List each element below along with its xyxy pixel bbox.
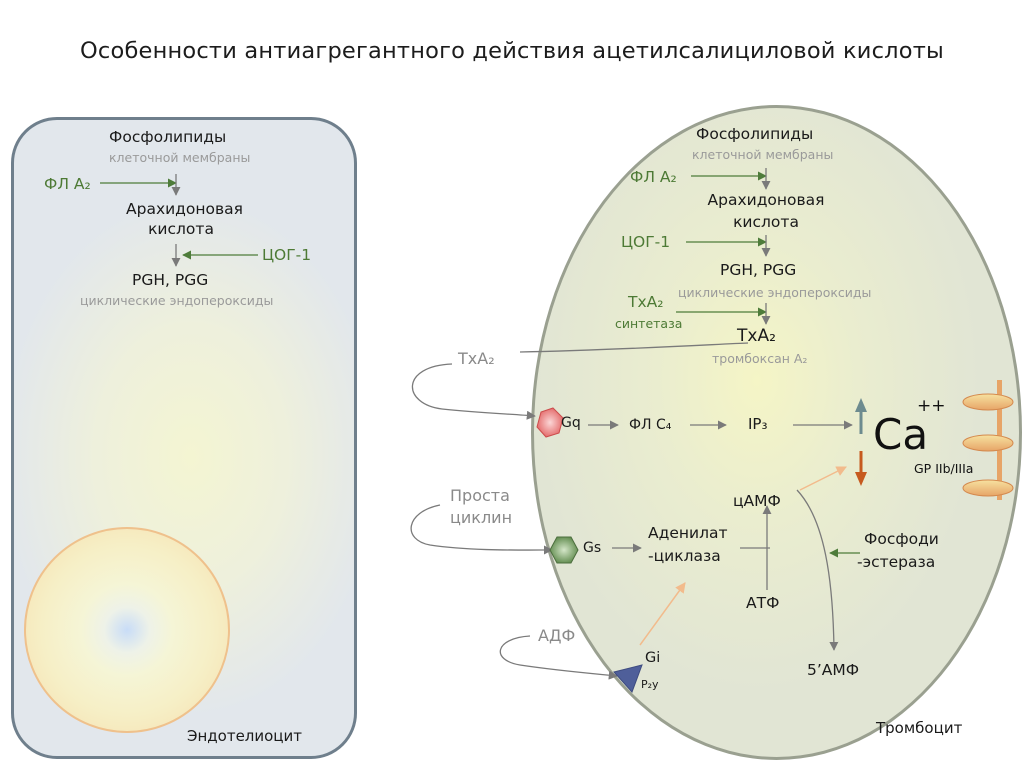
plt-adenylate-cyclase-1: Аденилат (648, 524, 728, 542)
plt-calcium-charge: ++ (917, 396, 946, 416)
endo-membrane-label: клеточной мембраны (109, 150, 251, 165)
txa2-to-gq-arrow (411, 363, 536, 420)
endo-endoperoxides: циклические эндопероксиды (80, 293, 274, 308)
plt-p2y-label: P₂y (641, 678, 659, 691)
endo-phospholipids: Фосфолипиды (109, 128, 227, 146)
ext-prostacyclin-2: циклин (450, 508, 513, 527)
receptors (536, 380, 1014, 693)
plt-gp-iib-iiia: GP IIb/IIIa (914, 461, 974, 476)
plt-txa2: ТхА₂ (737, 326, 776, 346)
plt-pgh-pgg: PGH, PGG (720, 261, 797, 279)
ca-down-arrow-head (855, 472, 867, 486)
gp-receptor-disc-1 (962, 393, 1014, 411)
calcium-arrows (855, 398, 867, 486)
plt-txa2-synthase-1: ТхА₂ (628, 293, 664, 311)
plt-plc4: ФЛ С₄ (629, 417, 672, 433)
endo-cox1: ЦОГ-1 (262, 246, 312, 264)
endo-pathway-arrows (100, 174, 258, 267)
plt-gi-label: Gi (645, 650, 661, 666)
ext-prostacyclin-1: Проста (450, 486, 510, 505)
endothelial-nucleus (24, 527, 230, 733)
prostacyclin-to-gs-arrow (410, 504, 553, 555)
adp-to-p2y-arrow (499, 635, 618, 680)
plt-5amp: 5’АМФ (807, 661, 860, 679)
camp-inhibits-ca-arrow (799, 466, 847, 491)
endo-arachidonic-acid-2: кислота (148, 220, 214, 238)
plt-arachidonic-acid-2: кислота (733, 213, 799, 231)
gp-receptor-disc-3 (962, 479, 1014, 497)
ext-txa2: ТхА₂ (458, 349, 495, 368)
plt-thromboxane: тромбоксан А₂ (712, 351, 808, 366)
plt-phospholipids: Фосфолипиды (696, 125, 814, 143)
p2y-receptor (613, 664, 643, 693)
plt-arachidonic-acid-1: Арахидоновая (707, 191, 825, 209)
endothelial-cell-name: Эндотелиоцит (187, 727, 303, 745)
plt-cox1: ЦОГ-1 (621, 233, 671, 251)
ca-up-arrow-head (855, 398, 867, 412)
platelet-pathway-arrows (519, 168, 860, 651)
gs-receptor (549, 536, 579, 564)
plt-camp: цАМФ (733, 492, 781, 510)
extracellular-arrows (410, 363, 618, 680)
ext-adp: АДФ (538, 626, 576, 645)
plt-phosphodiesterase-1: Фосфоди (864, 530, 939, 548)
platelet-cell (531, 105, 1022, 760)
plt-endoperoxides: циклические эндопероксиды (678, 285, 872, 300)
endo-arachidonic-acid-1: Арахидоновая (126, 200, 243, 218)
gp-receptor-disc-2 (962, 434, 1014, 452)
plt-calcium: Ca (873, 410, 929, 459)
plt-membrane-label: клеточной мембраны (692, 147, 834, 162)
camp-to-5amp-arrow (796, 489, 839, 651)
txa2-export-line (519, 342, 749, 353)
endo-pgh-pgg: PGH, PGG (132, 271, 209, 289)
plt-pla2: ФЛ А₂ (630, 168, 677, 186)
plt-phosphodiesterase-2: -эстераза (857, 553, 936, 571)
gq-receptor (536, 407, 564, 438)
plt-gq-label: Gq (561, 415, 581, 431)
page-title: Особенности антиагрегантного действия ац… (80, 38, 944, 64)
platelet-cell-name: Тромбоцит (876, 719, 963, 737)
plt-txa2-synthase-2: синтетаза (615, 316, 683, 331)
plt-ip3: IP₃ (748, 415, 768, 433)
plt-gs-label: Gs (583, 540, 602, 556)
gi-inhibits-ac-arrow (639, 582, 686, 646)
plt-atp: АТФ (746, 594, 780, 612)
endo-pla2: ФЛ А₂ (44, 175, 91, 193)
plt-adenylate-cyclase-2: -циклаза (648, 547, 721, 565)
